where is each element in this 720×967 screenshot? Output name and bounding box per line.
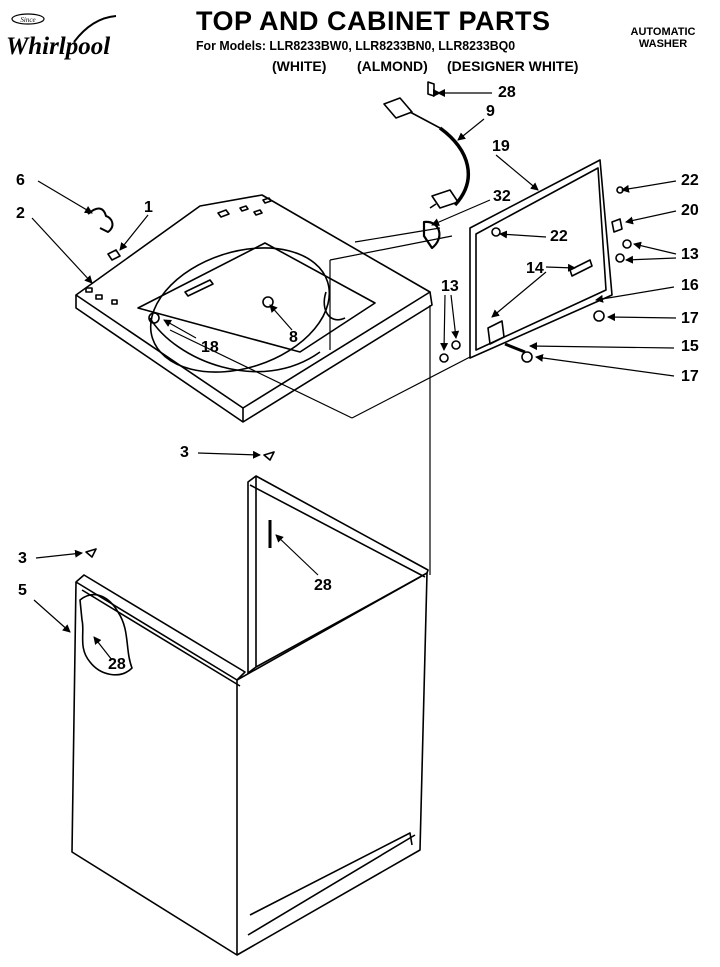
callout-14: 14	[526, 260, 544, 277]
product-line-2: WASHER	[638, 38, 688, 50]
variant-white: (WHITE)	[272, 58, 327, 74]
callout-17-lower: 17	[681, 368, 699, 385]
callout-3-lower: 3	[18, 550, 27, 567]
fill-hose-assembly	[384, 82, 468, 248]
callout-1: 1	[144, 199, 153, 216]
callout-3-upper: 3	[180, 444, 189, 461]
callout-22-right: 22	[681, 172, 699, 189]
callout-20: 20	[681, 202, 699, 219]
callout-2: 2	[16, 205, 25, 222]
whirlpool-logo: Since Whirlpool	[4, 12, 134, 62]
models-line: For Models: LLR8233BW0, LLR8233BN0, LLR8…	[196, 38, 516, 53]
leader-lines	[32, 89, 676, 660]
callout-28-front: 28	[108, 656, 126, 673]
logo-wordmark: Whirlpool	[6, 33, 110, 60]
logo-badge-text: Since	[20, 16, 35, 24]
callout-16: 16	[681, 277, 699, 294]
variant-almond: (ALMOND)	[357, 58, 428, 74]
callout-5: 5	[18, 582, 27, 599]
callout-17-upper: 17	[681, 310, 699, 327]
washer-top	[76, 195, 432, 422]
callout-6: 6	[16, 172, 25, 189]
page-title: TOP AND CABINET PARTS	[196, 6, 551, 36]
callout-13-left: 13	[441, 278, 459, 295]
washer-cabinet	[72, 476, 428, 955]
assembly-guide-lines	[170, 228, 470, 575]
callout-18: 18	[201, 339, 219, 356]
callout-8: 8	[289, 329, 298, 346]
product-type: AUTOMATIC WASHER	[622, 26, 704, 50]
callout-13-right: 13	[681, 246, 699, 263]
product-line-1: AUTOMATIC	[630, 26, 696, 38]
callout-22-lid: 22	[550, 228, 568, 245]
callout-9: 9	[486, 103, 495, 120]
callout-19: 19	[492, 138, 510, 155]
variant-designer-white: (DESIGNER WHITE)	[447, 58, 579, 74]
callout-15: 15	[681, 338, 699, 355]
callout-28-top: 28	[498, 84, 516, 101]
callout-28-cabinet: 28	[314, 577, 332, 594]
callout-32: 32	[493, 188, 511, 205]
